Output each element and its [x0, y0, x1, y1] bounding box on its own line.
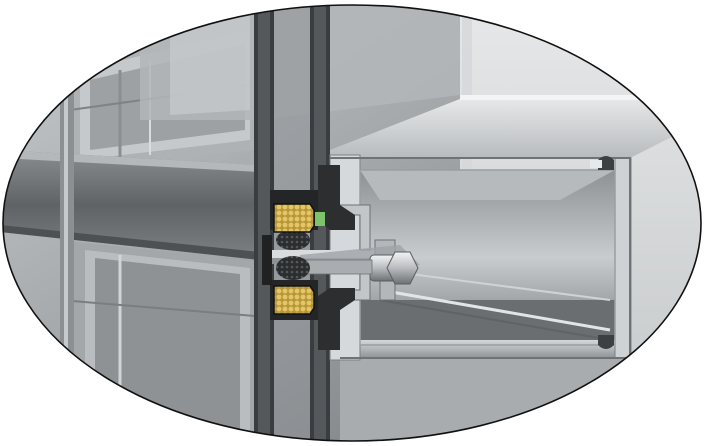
aluminium-mullion-profile: [329, 95, 701, 441]
green-seal: [315, 212, 325, 226]
desiccant-spacers: [273, 203, 315, 315]
fixing-bolt: [299, 251, 419, 285]
oval-frame: [2, 4, 702, 442]
